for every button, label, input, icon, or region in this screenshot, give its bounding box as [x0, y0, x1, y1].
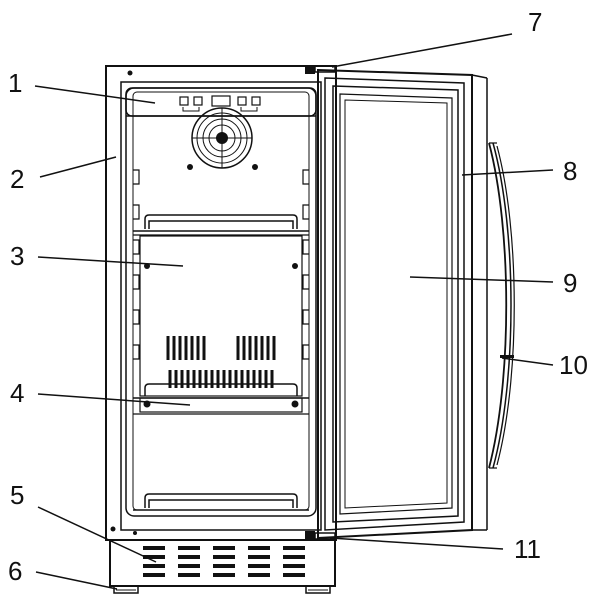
callout-9: 9 [563, 268, 577, 298]
callout-3: 3 [10, 241, 24, 271]
middle-shelf [133, 383, 309, 415]
fan-icon [187, 107, 258, 170]
leveling-feet [113, 585, 331, 594]
grille-slots [143, 546, 305, 577]
callout-8: 8 [563, 156, 577, 186]
callout-6: 6 [8, 556, 22, 586]
bottom-shelf [133, 493, 309, 511]
rear-panel [139, 235, 303, 397]
leader-lines [34, 33, 554, 590]
upper-shelf [133, 214, 309, 236]
control-panel [125, 87, 317, 117]
glass-door [317, 68, 488, 540]
kick-plate [109, 539, 336, 587]
callout-7: 7 [528, 7, 542, 37]
callout-4: 4 [10, 378, 24, 408]
bottom-hinge [305, 531, 336, 540]
callout-11: 11 [514, 534, 541, 564]
callout-5: 5 [10, 480, 24, 510]
door-handle [488, 142, 515, 469]
callout-10: 10 [559, 350, 588, 380]
callout-1: 1 [8, 68, 22, 98]
interior-liner [125, 87, 317, 517]
top-hinge [305, 65, 336, 74]
callout-labels: 1 2 3 4 5 6 7 8 9 10 11 [8, 7, 588, 586]
callout-2: 2 [10, 164, 24, 194]
air-vents [166, 336, 276, 388]
